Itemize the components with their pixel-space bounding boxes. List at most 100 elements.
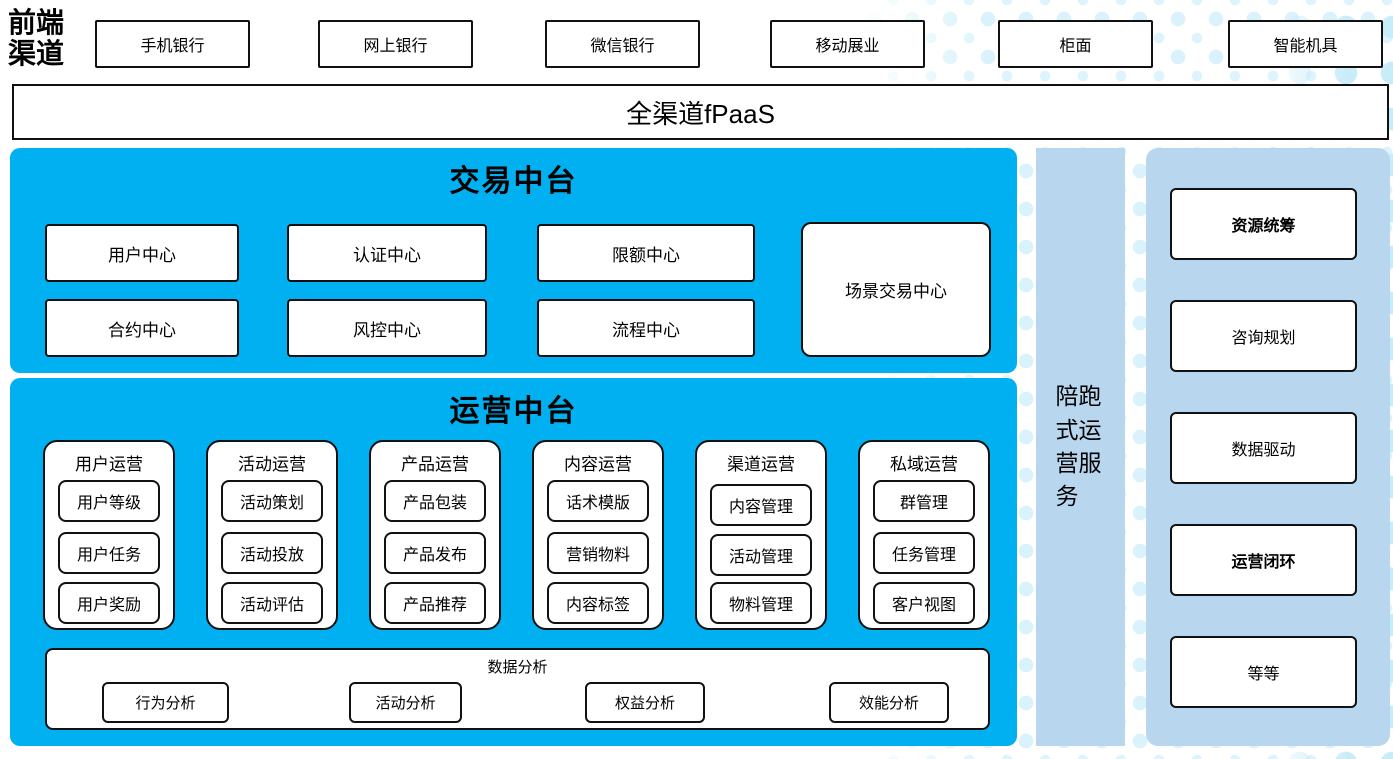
op-item-label: 话术模版: [565, 495, 630, 512]
op-column-content: 内容运营 话术模版 营销物料 内容标签: [532, 440, 664, 630]
op-item: 产品包装: [384, 480, 486, 522]
data-analysis-label: 数据分析: [487, 659, 548, 676]
op-item: 活动管理: [710, 534, 812, 576]
channel-label: 手机银行: [140, 38, 205, 55]
op-item: 活动投放: [221, 532, 323, 574]
op-item: 用户奖励: [58, 582, 160, 624]
service-box-consulting-planning: 咨询规划: [1170, 300, 1357, 372]
op-item-label: 产品包装: [402, 495, 467, 512]
channel-label: 微信银行: [590, 38, 655, 55]
channel-box-smart-machines: 智能机具: [1228, 20, 1383, 68]
fpaas-bar: 全渠道fPaaS: [12, 84, 1389, 140]
center-label: 认证中心: [353, 245, 421, 265]
op-column-label: 私域运营: [890, 455, 958, 474]
op-column-label: 渠道运营: [727, 455, 795, 474]
center-label: 合约中心: [108, 320, 176, 340]
op-column-channel: 渠道运营 内容管理 活动管理 物料管理: [695, 440, 827, 630]
op-item: 内容标签: [547, 582, 649, 624]
service-panel: 资源统筹 咨询规划 数据驱动 运营闭环 等等: [1146, 148, 1390, 746]
transaction-platform-title: 交易中台: [449, 165, 578, 198]
op-column-activity: 活动运营 活动策划 活动投放 活动评估: [206, 440, 338, 630]
analysis-label: 行为分析: [135, 695, 196, 712]
channel-label: 智能机具: [1273, 38, 1338, 55]
transaction-platform-panel: 交易中台 用户中心 认证中心 限额中心 合约中心 风控中心 流程中心 场景交易中…: [10, 148, 1017, 373]
op-item-label: 产品发布: [402, 547, 467, 564]
channel-box-wechat-banking: 微信银行: [545, 20, 700, 68]
op-column-label: 产品运营: [401, 455, 469, 474]
analysis-box-activity: 活动分析: [349, 682, 462, 723]
channel-box-online-banking: 网上银行: [318, 20, 473, 68]
analysis-box-behavior: 行为分析: [102, 682, 229, 723]
op-column-product: 产品运营 产品包装 产品发布 产品推荐: [369, 440, 501, 630]
op-item: 用户任务: [58, 532, 160, 574]
center-box-process: 流程中心: [537, 299, 755, 357]
center-label: 风控中心: [353, 320, 421, 340]
channel-label: 网上银行: [363, 38, 428, 55]
service-box-etc: 等等: [1170, 636, 1357, 708]
center-box-limit: 限额中心: [537, 224, 755, 282]
op-item: 任务管理: [873, 532, 975, 574]
service-box-resource-planning: 资源统筹: [1170, 188, 1357, 260]
op-column-label: 用户运营: [75, 455, 143, 474]
op-item-label: 用户奖励: [76, 597, 141, 614]
channel-box-counter: 柜面: [998, 20, 1153, 68]
op-item-label: 营销物料: [565, 547, 630, 564]
op-item: 物料管理: [710, 582, 812, 624]
op-item-label: 客户视图: [891, 597, 956, 614]
analysis-label: 权益分析: [614, 695, 675, 712]
center-box-contract: 合约中心: [45, 299, 239, 357]
service-label: 资源统筹: [1231, 218, 1296, 235]
op-item-label: 任务管理: [891, 547, 956, 564]
center-label: 场景交易中心: [845, 282, 947, 301]
service-label: 运营闭环: [1231, 554, 1296, 571]
center-box-auth: 认证中心: [287, 224, 487, 282]
op-item-label: 活动投放: [239, 547, 304, 564]
fpaas-label: 全渠道fPaaS: [626, 98, 775, 129]
channel-label: 柜面: [1059, 38, 1092, 55]
op-column-label: 活动运营: [238, 455, 306, 474]
op-item: 客户视图: [873, 582, 975, 624]
analysis-box-efficiency: 效能分析: [829, 682, 949, 723]
analysis-label: 效能分析: [858, 695, 919, 712]
center-box-risk: 风控中心: [287, 299, 487, 357]
op-item: 群管理: [873, 480, 975, 522]
operation-platform-title: 运营中台: [449, 395, 578, 428]
service-label: 咨询规划: [1231, 330, 1296, 347]
service-box-operation-loop: 运营闭环: [1170, 524, 1357, 596]
op-item-label: 活动管理: [728, 549, 793, 566]
op-item: 营销物料: [547, 532, 649, 574]
center-box-scene-transaction: 场景交易中心: [801, 222, 991, 357]
op-item: 活动评估: [221, 582, 323, 624]
op-item: 话术模版: [547, 480, 649, 522]
companion-service-bar: 陪跑式运营服务: [1036, 148, 1125, 746]
service-label: 等等: [1247, 666, 1280, 683]
op-item-label: 群管理: [899, 495, 948, 512]
center-label: 限额中心: [612, 245, 680, 265]
op-item-label: 内容标签: [565, 597, 630, 614]
service-box-data-driven: 数据驱动: [1170, 412, 1357, 484]
operation-platform-panel: 运营中台 用户运营 用户等级 用户任务 用户奖励 活动运营 活动策划 活动投放 …: [10, 378, 1017, 746]
channel-box-mobile-banking: 手机银行: [95, 20, 250, 68]
op-item: 产品发布: [384, 532, 486, 574]
analysis-label: 活动分析: [375, 695, 436, 712]
op-item-label: 内容管理: [728, 499, 793, 516]
op-item-label: 活动评估: [239, 597, 304, 614]
center-label: 流程中心: [612, 320, 680, 340]
op-item-label: 用户等级: [76, 495, 141, 512]
op-column-user: 用户运营 用户等级 用户任务 用户奖励: [43, 440, 175, 630]
analysis-box-benefit: 权益分析: [585, 682, 705, 723]
center-box-user: 用户中心: [45, 224, 239, 282]
channel-box-mobile-outreach: 移动展业: [770, 20, 925, 68]
op-item-label: 活动策划: [239, 495, 304, 512]
op-item: 产品推荐: [384, 582, 486, 624]
op-column-label: 内容运营: [564, 455, 632, 474]
channel-label: 移动展业: [815, 38, 880, 55]
center-label: 用户中心: [108, 245, 176, 265]
op-column-private-domain: 私域运营 群管理 任务管理 客户视图: [858, 440, 990, 630]
op-item: 活动策划: [221, 480, 323, 522]
op-item-label: 产品推荐: [402, 597, 467, 614]
front-channels-label: 前端渠道: [8, 8, 65, 71]
op-item-label: 物料管理: [728, 597, 793, 614]
companion-service-label: 陪跑式运营服务: [1055, 383, 1102, 510]
